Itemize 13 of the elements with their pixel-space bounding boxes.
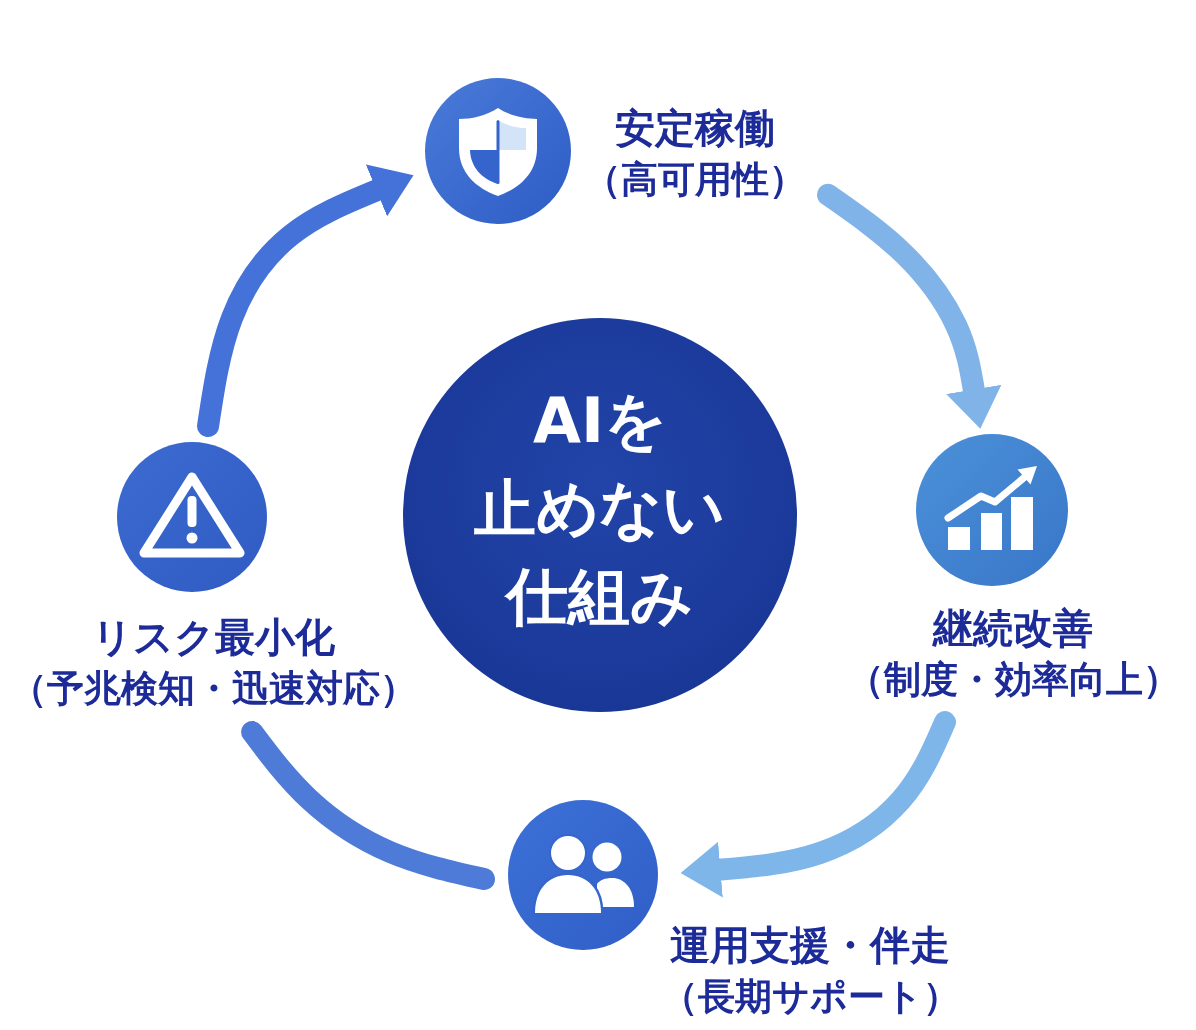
- step-heading: リスク最小化: [91, 613, 335, 662]
- step-subheading: （長期サポート）: [660, 974, 960, 1020]
- step-subheading: （予兆検知・迅速対応）: [9, 666, 417, 712]
- step-heading: 運用支援・伴走: [670, 921, 950, 970]
- curved-arrow: [817, 183, 1002, 429]
- step-heading: 継続改善: [933, 604, 1093, 653]
- curved-line: [241, 721, 495, 891]
- step-heading: 安定稼働: [615, 104, 775, 153]
- curved-arrow: [680, 711, 956, 898]
- curved-arrow: [197, 164, 414, 437]
- step-subheading: （高可用性）: [584, 157, 806, 203]
- center-label: AIを止めない仕組み: [473, 383, 727, 635]
- step-subheading: （制度・効率向上）: [846, 657, 1180, 703]
